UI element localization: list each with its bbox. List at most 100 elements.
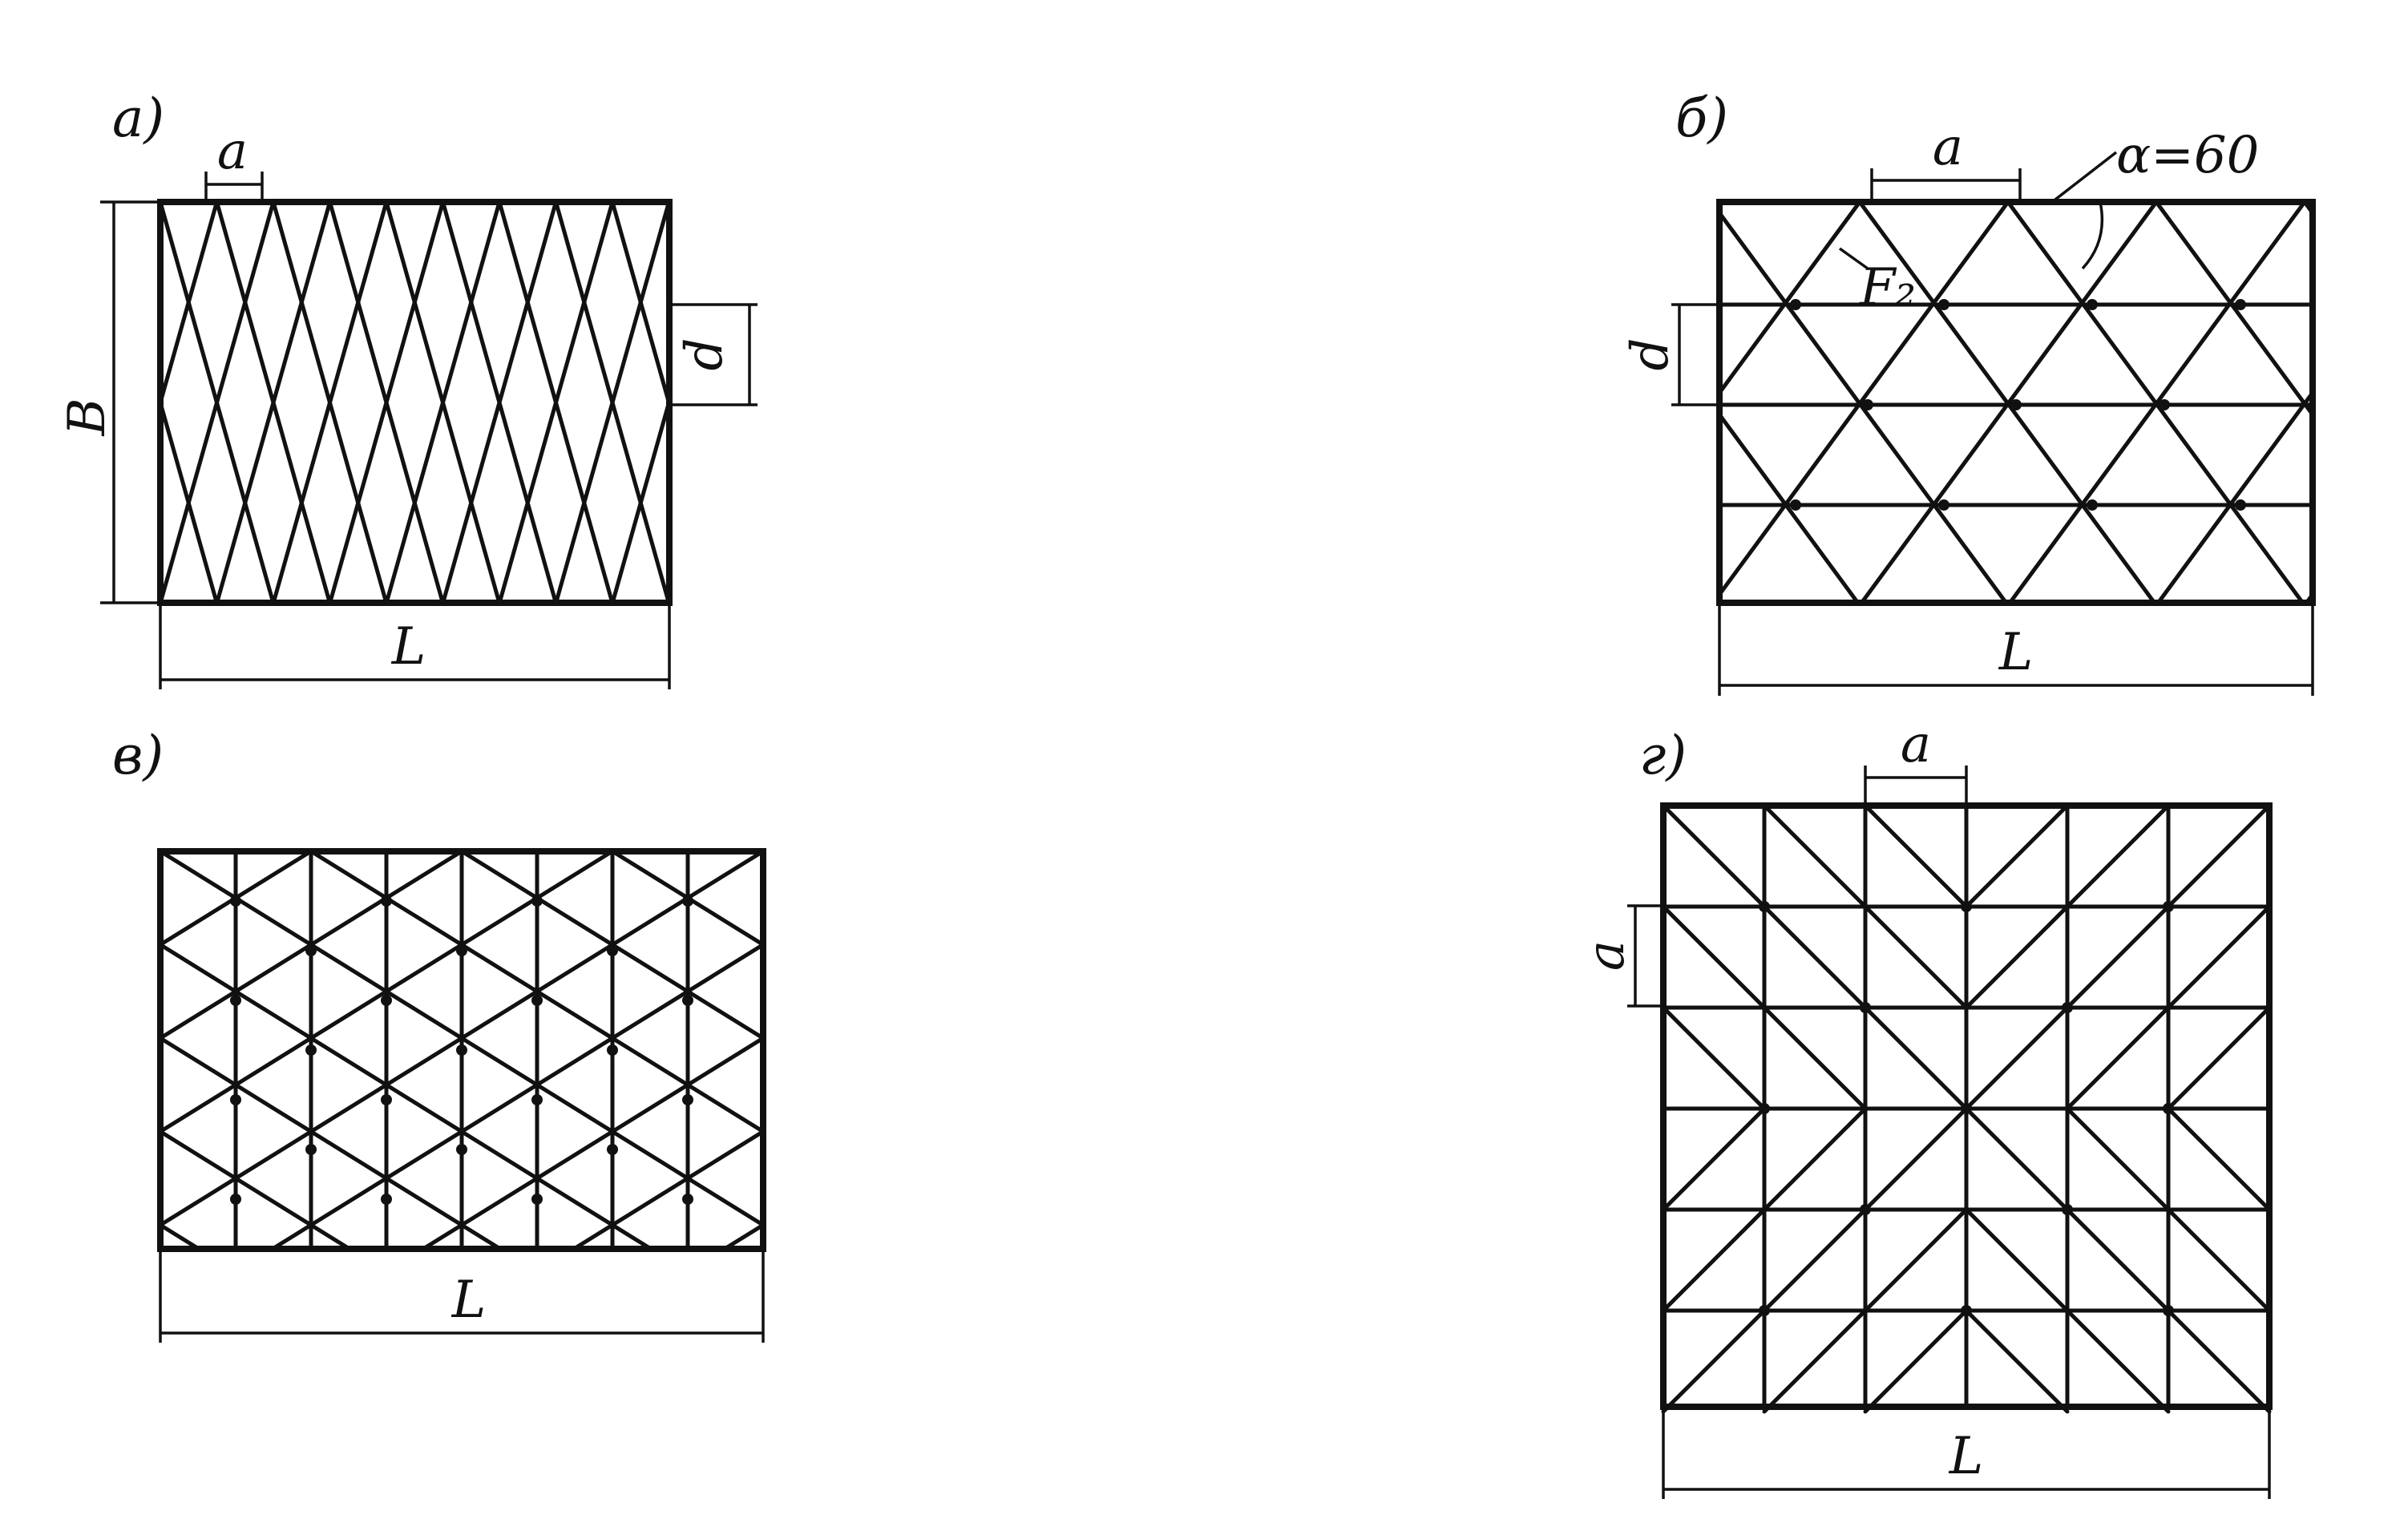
panel-a-diag-falling — [158, 200, 219, 405]
panel-g-diag-2 — [1762, 803, 1868, 909]
panel-b-triangular-lattice: б) a α=60 F₂ d L — [1621, 87, 2316, 696]
panel-a-mesh-lines — [158, 200, 672, 605]
panel-g-diag-21 — [1863, 1106, 1969, 1212]
panel-v-node-18 — [682, 1094, 693, 1105]
panel-g-node-1 — [1759, 901, 1770, 912]
panel-g-diag-29 — [2065, 1207, 2171, 1313]
panel-g-grid-lines — [1661, 803, 2272, 1414]
panel-g-diag-23 — [2065, 1106, 2171, 1212]
panel-v-node-12 — [305, 1044, 317, 1056]
panel-g-diag-8 — [1762, 904, 1868, 1010]
panel-a-rhombic-mesh: a) a d B L — [58, 87, 758, 689]
panel-g-diag-25 — [1661, 1207, 1767, 1313]
panel-v-dim-L-label: L — [451, 1271, 487, 1330]
panel-a-diag-falling — [384, 200, 502, 605]
panel-g-node-3 — [2163, 901, 2174, 912]
panel-v-node-1 — [230, 895, 241, 907]
panel-b-angle-leader — [2050, 151, 2118, 204]
panel-g-diag-19 — [1661, 1106, 1767, 1212]
panel-v-diag-rising — [158, 1129, 352, 1251]
panel-v-node-4 — [682, 895, 693, 907]
panel-v-node-17 — [531, 1094, 543, 1105]
panel-v-node-14 — [607, 1044, 618, 1056]
panel-v-node-2 — [381, 895, 392, 907]
panel-v-grid-lines — [158, 849, 766, 1251]
panel-a-dim-a-label: a — [217, 122, 248, 181]
panel-g-title: г) — [1639, 725, 1687, 786]
panel-v-frame — [157, 848, 766, 1252]
panel-a-diag-falling — [497, 200, 615, 605]
panel-b-node-10 — [2087, 499, 2098, 511]
panel-b-node-2 — [1938, 299, 1949, 310]
panel-v-node-16 — [381, 1094, 392, 1105]
panel-v-diag-falling — [270, 943, 766, 1251]
panel-g-node-7 — [1961, 1103, 1972, 1114]
panel-a-diag-falling — [441, 200, 558, 605]
panel-b-diag-falling — [1859, 200, 2159, 605]
panel-a-dim-B-label: B — [58, 398, 117, 436]
panel-g-dim-L-label: L — [1949, 1427, 1984, 1486]
panel-g-dim-a-top-label: a — [1901, 715, 1931, 774]
panel-b-node-4 — [2235, 299, 2246, 310]
panel-g-diag-36 — [2166, 1308, 2272, 1414]
panel-b-angle-label: α=60 — [2116, 126, 2259, 185]
panel-g-node-10 — [2062, 1204, 2073, 1215]
panel-v-node-9 — [381, 995, 392, 1006]
panel-v-diag-falling — [722, 1222, 766, 1251]
panel-g-diag-32 — [1762, 1308, 1868, 1414]
panel-v-node-21 — [607, 1144, 618, 1155]
panel-g-diag-28 — [1964, 1207, 2070, 1313]
panel-v-node-5 — [305, 945, 317, 956]
panel-b-diag-falling — [2007, 200, 2307, 605]
panel-v-diag-rising — [158, 1036, 503, 1251]
panel-v-node-10 — [531, 995, 543, 1006]
panel-g-diag-15 — [1863, 1005, 1969, 1111]
panel-v-node-22 — [230, 1194, 241, 1205]
panel-v-diag-rising — [158, 1222, 201, 1251]
panel-b-node-9 — [1938, 499, 1949, 511]
panel-v-diag-falling — [421, 1036, 766, 1251]
panel-g-diag-9 — [1863, 904, 1969, 1010]
panel-g-diag-6 — [2166, 803, 2272, 909]
panel-g-diag-14 — [1762, 1005, 1868, 1111]
panel-g-diag-20 — [1762, 1106, 1868, 1212]
panel-g-diag-1 — [1661, 803, 1767, 909]
panel-g-node-11 — [1759, 1305, 1770, 1316]
panel-b-diag-rising — [2154, 200, 2315, 417]
panel-v-node-23 — [381, 1194, 392, 1205]
panel-b-dim-L-label: L — [1998, 623, 2034, 682]
panel-b-node-11 — [2235, 499, 2246, 511]
panel-b-title: б) — [1675, 87, 1728, 149]
panel-v-node-8 — [230, 995, 241, 1006]
panel-g-node-9 — [1860, 1204, 1871, 1215]
panel-g-diag-3 — [1863, 803, 1969, 909]
panel-g-diag-16 — [1964, 1005, 2070, 1111]
panel-g-diag-31 — [1661, 1308, 1767, 1414]
panel-b-node-8 — [1790, 499, 1801, 511]
panel-g-diag-35 — [2065, 1308, 2171, 1414]
panel-g-diag-33 — [1863, 1308, 1969, 1414]
panel-b-diag-rising — [1717, 211, 2009, 605]
panel-v-node-19 — [305, 1144, 317, 1155]
panel-g-node-4 — [1860, 1002, 1871, 1013]
panel-a-title: a) — [112, 87, 164, 149]
panel-b-force-leader — [1838, 247, 1869, 270]
panel-b-node-3 — [2087, 299, 2098, 310]
panel-g-diag-24 — [2166, 1106, 2272, 1212]
panel-g-dim-a-side-label: a — [1577, 940, 1636, 971]
panel-g-diag-22 — [1964, 1106, 2070, 1212]
panel-v-node-15 — [230, 1094, 241, 1105]
panel-g-diag-13 — [1661, 1005, 1767, 1111]
panel-b-node-6 — [2010, 399, 2022, 410]
panel-g-diag-12 — [2166, 904, 2272, 1010]
panel-g-diag-10 — [1964, 904, 2070, 1010]
panel-a-dim-L-label: L — [391, 617, 426, 677]
panel-b-lattice-lines — [1717, 200, 2315, 605]
panel-b-diag-rising — [1717, 412, 1861, 605]
panel-g-node-2 — [1961, 901, 1972, 912]
panel-v-node-6 — [456, 945, 467, 956]
panel-v-diag-falling — [158, 849, 766, 1227]
panel-g-diag-26 — [1762, 1207, 1868, 1313]
panel-b-force-label: F₂ — [1859, 258, 1916, 317]
